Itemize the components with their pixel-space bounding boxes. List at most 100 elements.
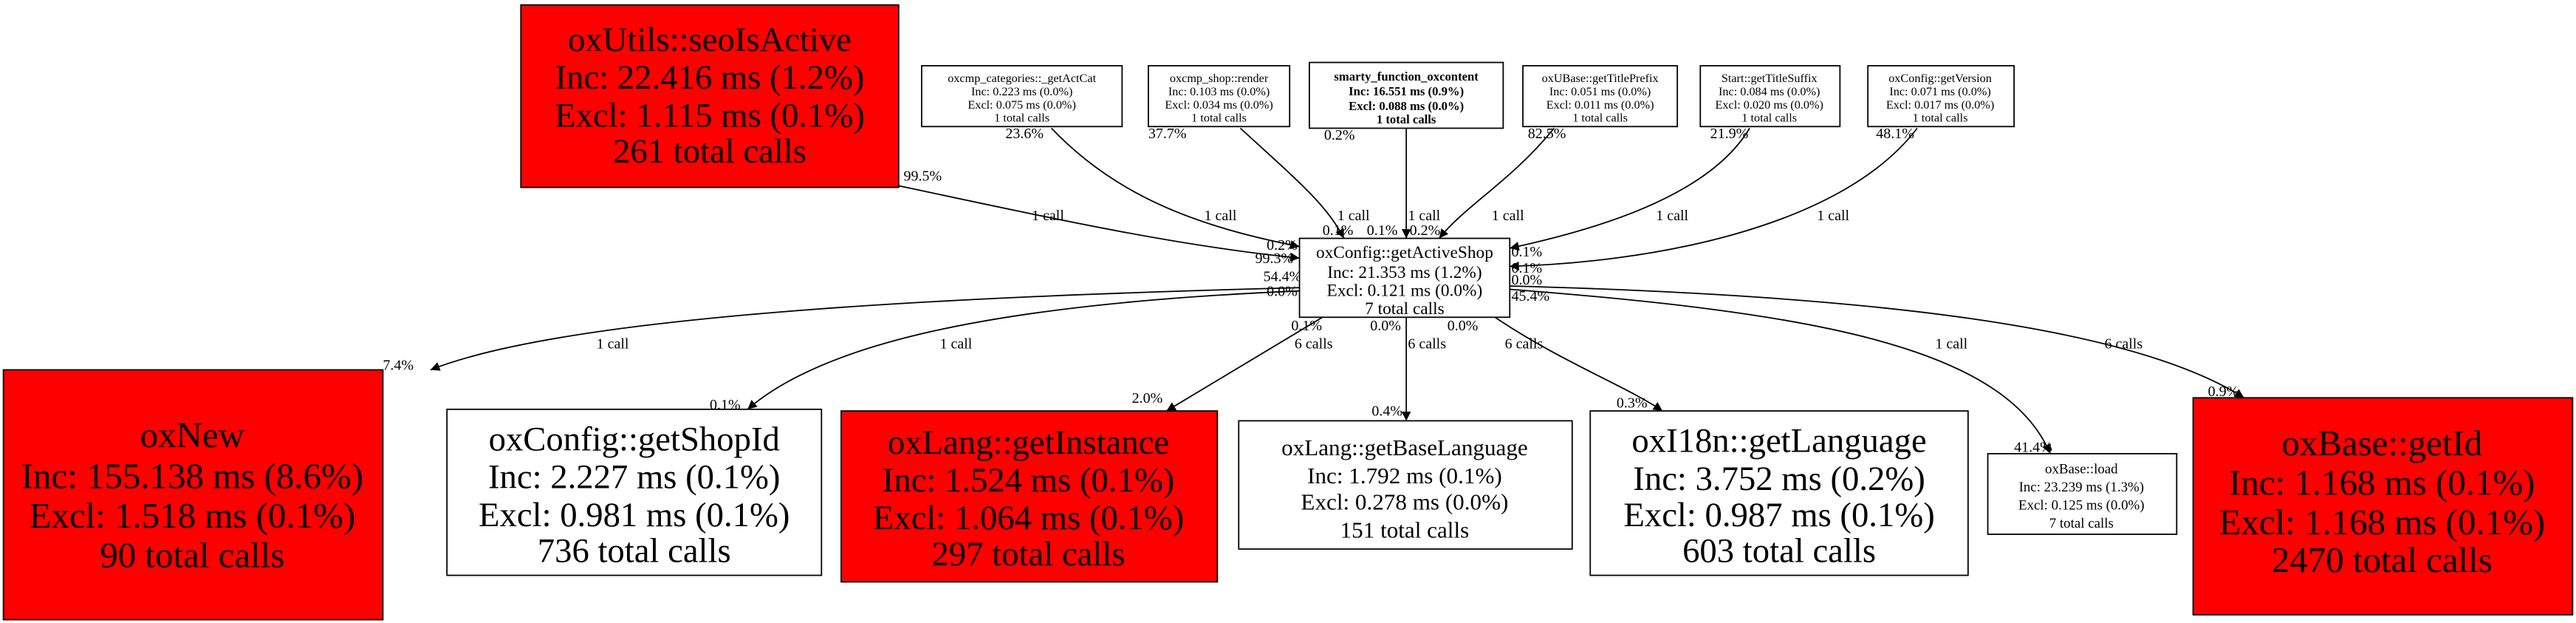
node-inc: Inc: 155.138 ms (8.6%) xyxy=(21,456,363,497)
edge-dst-pct: 0.9% xyxy=(2208,384,2239,400)
edge-src-pct: 21.9% xyxy=(1710,126,1749,142)
node-inc: Inc: 0.051 ms (0.0%) xyxy=(1549,85,1651,98)
edge-dst-pct: 0.2% xyxy=(1267,237,1298,253)
node-calls: 7 total calls xyxy=(2049,516,2114,531)
node-name: oxConfig::getVersion xyxy=(1888,72,1992,85)
edge-src-pct: 37.7% xyxy=(1148,126,1187,142)
node-inc: Inc: 22.416 ms (1.2%) xyxy=(555,58,865,97)
node-inc: Inc: 3.752 ms (0.2%) xyxy=(1633,460,1925,498)
node-inc: Inc: 1.792 ms (0.1%) xyxy=(1307,463,1502,488)
node-calls: 1 total calls xyxy=(1572,112,1628,125)
edge-src-pct: 99.5% xyxy=(904,168,942,185)
node-name: oxConfig::getShopId xyxy=(489,420,780,458)
edge-getLanguage xyxy=(1494,316,1663,412)
edge-dst-pct: 2.0% xyxy=(1132,390,1163,406)
edge-src-pct: 0.0% xyxy=(1448,318,1479,334)
edge-src-pct: 48.1% xyxy=(1876,126,1914,142)
node-excl: Excl: 0.121 ms (0.0%) xyxy=(1327,281,1483,300)
node-name: Start::getTitleSuffix xyxy=(1722,72,1818,85)
node-inc: Inc: 0.223 ms (0.0%) xyxy=(971,85,1072,98)
node-getId[interactable]: oxBase::getId Inc: 1.168 ms (0.1%) Excl:… xyxy=(2192,397,2574,616)
edge-oxNew xyxy=(430,287,1300,371)
node-getBaseLanguage[interactable]: oxLang::getBaseLanguage Inc: 1.792 ms (0… xyxy=(1238,420,1573,550)
node-inc: Inc: 1.168 ms (0.1%) xyxy=(2229,463,2535,503)
edge-calls: 1 call xyxy=(1817,208,1849,224)
edge-calls: 1 call xyxy=(1337,208,1370,224)
node-name: oxLang::getBaseLanguage xyxy=(1281,435,1528,460)
node-inc: Inc: 23.239 ms (1.3%) xyxy=(2019,480,2144,495)
edge-shopRender xyxy=(1239,127,1345,239)
edge-dst-pct: 0.1% xyxy=(1323,222,1354,239)
edge-calls: 1 call xyxy=(1492,208,1524,224)
node-inc: Inc: 21.353 ms (1.2%) xyxy=(1327,263,1481,282)
node-calls: 1 total calls xyxy=(1913,112,1968,125)
node-calls: 7 total calls xyxy=(1365,299,1445,319)
edge-load xyxy=(1510,288,2051,455)
edge-src-pct: 0.0% xyxy=(1370,318,1401,334)
node-getInstance[interactable]: oxLang::getInstance Inc: 1.524 ms (0.1%)… xyxy=(840,410,1219,583)
node-inc: Inc: 1.524 ms (0.1%) xyxy=(883,461,1174,500)
node-inc: Inc: 0.071 ms (0.0%) xyxy=(1889,85,1990,98)
edge-getTitlePrefix xyxy=(1438,127,1555,239)
edge-src-pct: 0.0% xyxy=(1512,272,1543,288)
node-calls: 261 total calls xyxy=(613,132,806,171)
edge-calls: 6 calls xyxy=(1295,336,1333,353)
node-getVersion[interactable]: oxConfig::getVersion Inc: 0.071 ms (0.0%… xyxy=(1867,65,2015,128)
node-excl: Excl: 0.075 ms (0.0%) xyxy=(967,98,1075,112)
node-calls: 1 total calls xyxy=(1191,112,1247,125)
edge-src-pct: 45.4% xyxy=(1512,288,1550,304)
node-name: oxNew xyxy=(140,415,245,455)
node-excl: Excl: 0.017 ms (0.0%) xyxy=(1886,98,1994,112)
edge-dst-pct: 0.1% xyxy=(1512,260,1543,276)
node-oxNew[interactable]: oxNew Inc: 155.138 ms (8.6%) Excl: 1.518… xyxy=(2,369,384,621)
node-excl: Excl: 0.020 ms (0.0%) xyxy=(1716,98,1823,112)
node-getTitlePrefix[interactable]: oxUBase::getTitlePrefix Inc: 0.051 ms (0… xyxy=(1522,65,1679,128)
node-inc: Inc: 2.227 ms (0.1%) xyxy=(488,458,780,497)
node-excl: Excl: 0.987 ms (0.1%) xyxy=(1623,496,1934,534)
edges xyxy=(430,127,2245,455)
edge-dst-pct: 7.4% xyxy=(383,357,414,373)
node-name: oxLang::getInstance xyxy=(888,423,1169,462)
node-getShopId[interactable]: oxConfig::getShopId Inc: 2.227 ms (0.1%)… xyxy=(446,408,823,576)
edge-getInstance xyxy=(1165,316,1323,412)
edge-calls: 1 call xyxy=(1408,208,1440,224)
node-calls: 151 total calls xyxy=(1340,517,1470,542)
edge-getId xyxy=(1510,285,2245,399)
node-calls: 90 total calls xyxy=(100,534,284,575)
node-getActCat[interactable]: oxcmp_categories::_getActCat Inc: 0.223 … xyxy=(921,65,1123,128)
edge-dst-pct: 0.1% xyxy=(1367,222,1398,239)
node-load[interactable]: oxBase::load Inc: 23.239 ms (1.3%) Excl:… xyxy=(1987,453,2178,535)
node-excl: Excl: 1.168 ms (0.1%) xyxy=(2219,502,2546,542)
node-excl: Excl: 1.115 ms (0.1%) xyxy=(555,96,865,135)
node-excl: Excl: 0.278 ms (0.0%) xyxy=(1301,489,1508,515)
node-smarty[interactable]: smarty_function_oxcontent Inc: 16.551 ms… xyxy=(1309,61,1504,129)
node-getActiveShop[interactable]: oxConfig::getActiveShop Inc: 21.353 ms (… xyxy=(1298,237,1511,319)
edge-calls: 1 call xyxy=(939,336,972,353)
node-calls: 1 total calls xyxy=(994,112,1049,125)
node-excl: Excl: 0.981 ms (0.1%) xyxy=(479,496,789,534)
node-calls: 603 total calls xyxy=(1682,532,1876,571)
node-excl: Excl: 0.088 ms (0.0%) xyxy=(1349,99,1464,113)
node-seoIsActive[interactable]: oxUtils::seoIsActive Inc: 22.416 ms (1.2… xyxy=(520,4,900,188)
node-name: oxBase::load xyxy=(2045,462,2118,477)
edge-getVersion xyxy=(1510,127,1918,271)
node-excl: Excl: 1.518 ms (0.1%) xyxy=(30,495,356,536)
node-name: oxI18n::getLanguage xyxy=(1631,422,1926,460)
node-name: oxcmp_categories::_getActCat xyxy=(948,72,1096,85)
node-shopRender[interactable]: oxcmp_shop::render Inc: 0.103 ms (0.0%) … xyxy=(1148,65,1291,128)
node-getLanguage[interactable]: oxI18n::getLanguage Inc: 3.752 ms (0.2%)… xyxy=(1589,410,1969,576)
node-name: oxcmp_shop::render xyxy=(1170,72,1269,85)
edge-src-pct: 0.2% xyxy=(1324,127,1355,143)
edge-dst-pct: 0.1% xyxy=(1512,244,1543,260)
edge-src-pct: 54.4% xyxy=(1264,268,1302,285)
node-calls: 297 total calls xyxy=(932,535,1126,573)
edge-dst-pct: 41.4% xyxy=(2014,440,2052,456)
node-getTitleSuffix[interactable]: Start::getTitleSuffix Inc: 0.084 ms (0.0… xyxy=(1699,65,1841,128)
edge-calls: 1 call xyxy=(1032,208,1064,224)
node-excl: Excl: 0.125 ms (0.0%) xyxy=(2018,498,2145,514)
node-inc: Inc: 0.084 ms (0.0%) xyxy=(1719,85,1820,98)
edge-calls: 1 call xyxy=(1205,208,1237,224)
edge-calls: 6 calls xyxy=(1408,336,1446,353)
edge-src-pct: 0.0% xyxy=(1267,283,1298,299)
